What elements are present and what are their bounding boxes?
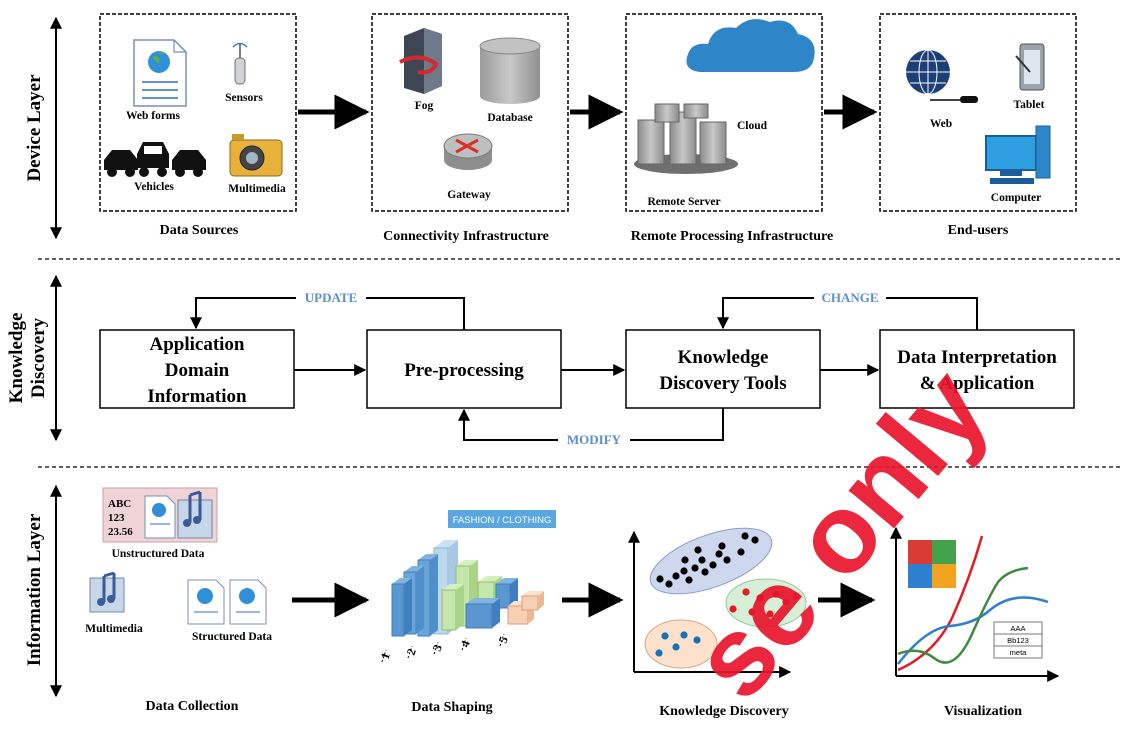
knowledge-discovery-caption: Knowledge Discovery	[659, 704, 788, 719]
web-globe-icon	[906, 49, 978, 103]
sensor-icon	[232, 42, 248, 85]
data-shaping-bars	[391, 540, 544, 637]
app-domain-line-2: Domain	[165, 360, 230, 381]
shaping-tick-4: 4	[458, 639, 473, 649]
cloud-icon	[686, 19, 815, 72]
dia-line-2: & Application	[920, 373, 1035, 394]
remote-server-label: Remote Server	[647, 196, 720, 208]
viz-table-row-3: meta	[1010, 648, 1028, 657]
unstructured-data-icon	[102, 487, 218, 543]
tablet-label: Tablet	[1014, 99, 1045, 111]
connectivity-caption: Connectivity Infrastructure	[383, 229, 549, 244]
database-label: Database	[487, 112, 532, 124]
viz-table-row-2: Bb123	[1007, 636, 1029, 645]
shaping-tag-label: FASHION / CLOTHING	[453, 515, 552, 526]
visualization-caption: Visualization	[944, 704, 1022, 719]
shaping-tag	[448, 510, 556, 528]
dia-box	[879, 329, 1075, 409]
layer-label-knowledge-2: Discovery	[28, 317, 49, 398]
modify-label: MODIFY	[567, 432, 622, 447]
web-forms-icon	[133, 39, 187, 107]
update-label: UPDATE	[305, 290, 357, 305]
layer-label-device: Device Layer	[24, 74, 45, 182]
kdt-line-2: Discovery Tools	[659, 373, 786, 394]
discovery-scatter	[628, 527, 807, 678]
layer-label-information: Information Layer	[24, 513, 45, 666]
viz-table-row-1: AAA	[1010, 624, 1025, 633]
data-shaping-caption: Data Shaping	[411, 700, 492, 715]
unstructured-2356: 23.56	[108, 526, 133, 538]
visualization-graph	[890, 526, 1060, 682]
shaping-tick-2: 2	[404, 647, 419, 657]
database-icon	[479, 37, 541, 104]
shaping-tick-3: 3	[430, 643, 445, 653]
multimedia-film-icon	[89, 571, 125, 613]
cloud-label: Cloud	[737, 120, 768, 132]
unstructured-123: 123	[108, 512, 125, 524]
kdt-line-1: Knowledge	[678, 347, 769, 368]
web-forms-label: Web forms	[126, 110, 181, 122]
multimedia-label: Multimedia	[228, 183, 286, 195]
multimedia-camera-icon	[229, 134, 283, 177]
data-sources-box	[99, 13, 297, 212]
remote-processing-box	[625, 13, 823, 212]
layer-label-knowledge-1: Knowledge	[6, 313, 27, 404]
tablet-icon	[1015, 43, 1045, 91]
shaping-tick-5: 5	[496, 635, 511, 645]
computer-label: Computer	[991, 192, 1041, 204]
kdt-box	[625, 329, 821, 409]
connectivity-box	[371, 13, 569, 212]
multimedia-info-label: Multimedia	[85, 623, 143, 635]
change-label: CHANGE	[821, 290, 878, 305]
app-domain-line-3: Information	[147, 386, 247, 407]
structured-data-icon	[187, 579, 267, 625]
preprocessing-label: Pre-processing	[404, 360, 524, 381]
gateway-label: Gateway	[447, 189, 491, 201]
end-users-box	[879, 13, 1077, 212]
data-collection-caption: Data Collection	[146, 699, 239, 714]
shaping-tick-1: 1	[378, 651, 393, 661]
remote-server-icon	[634, 103, 738, 174]
unstructured-label: Unstructured Data	[112, 548, 205, 560]
gateway-router-icon	[443, 133, 493, 170]
remote-processing-caption: Remote Processing Infrastructure	[631, 229, 833, 244]
web-label: Web	[930, 118, 952, 130]
fog-label: Fog	[415, 100, 434, 112]
dia-line-1: Data Interpretation	[897, 347, 1057, 368]
data-sources-caption: Data Sources	[160, 223, 239, 238]
end-users-caption: End-users	[948, 223, 1009, 238]
vehicles-label: Vehicles	[134, 181, 174, 193]
vehicles-icon	[104, 142, 206, 177]
computer-icon	[985, 125, 1051, 184]
sensors-label: Sensors	[225, 92, 263, 104]
shaping-ticks: 1 2 3 4 5	[378, 633, 511, 663]
fog-server-icon	[399, 28, 442, 94]
unstructured-abc: ABC	[108, 498, 131, 510]
structured-label: Structured Data	[192, 631, 272, 643]
app-domain-line-1: Application	[149, 334, 244, 355]
